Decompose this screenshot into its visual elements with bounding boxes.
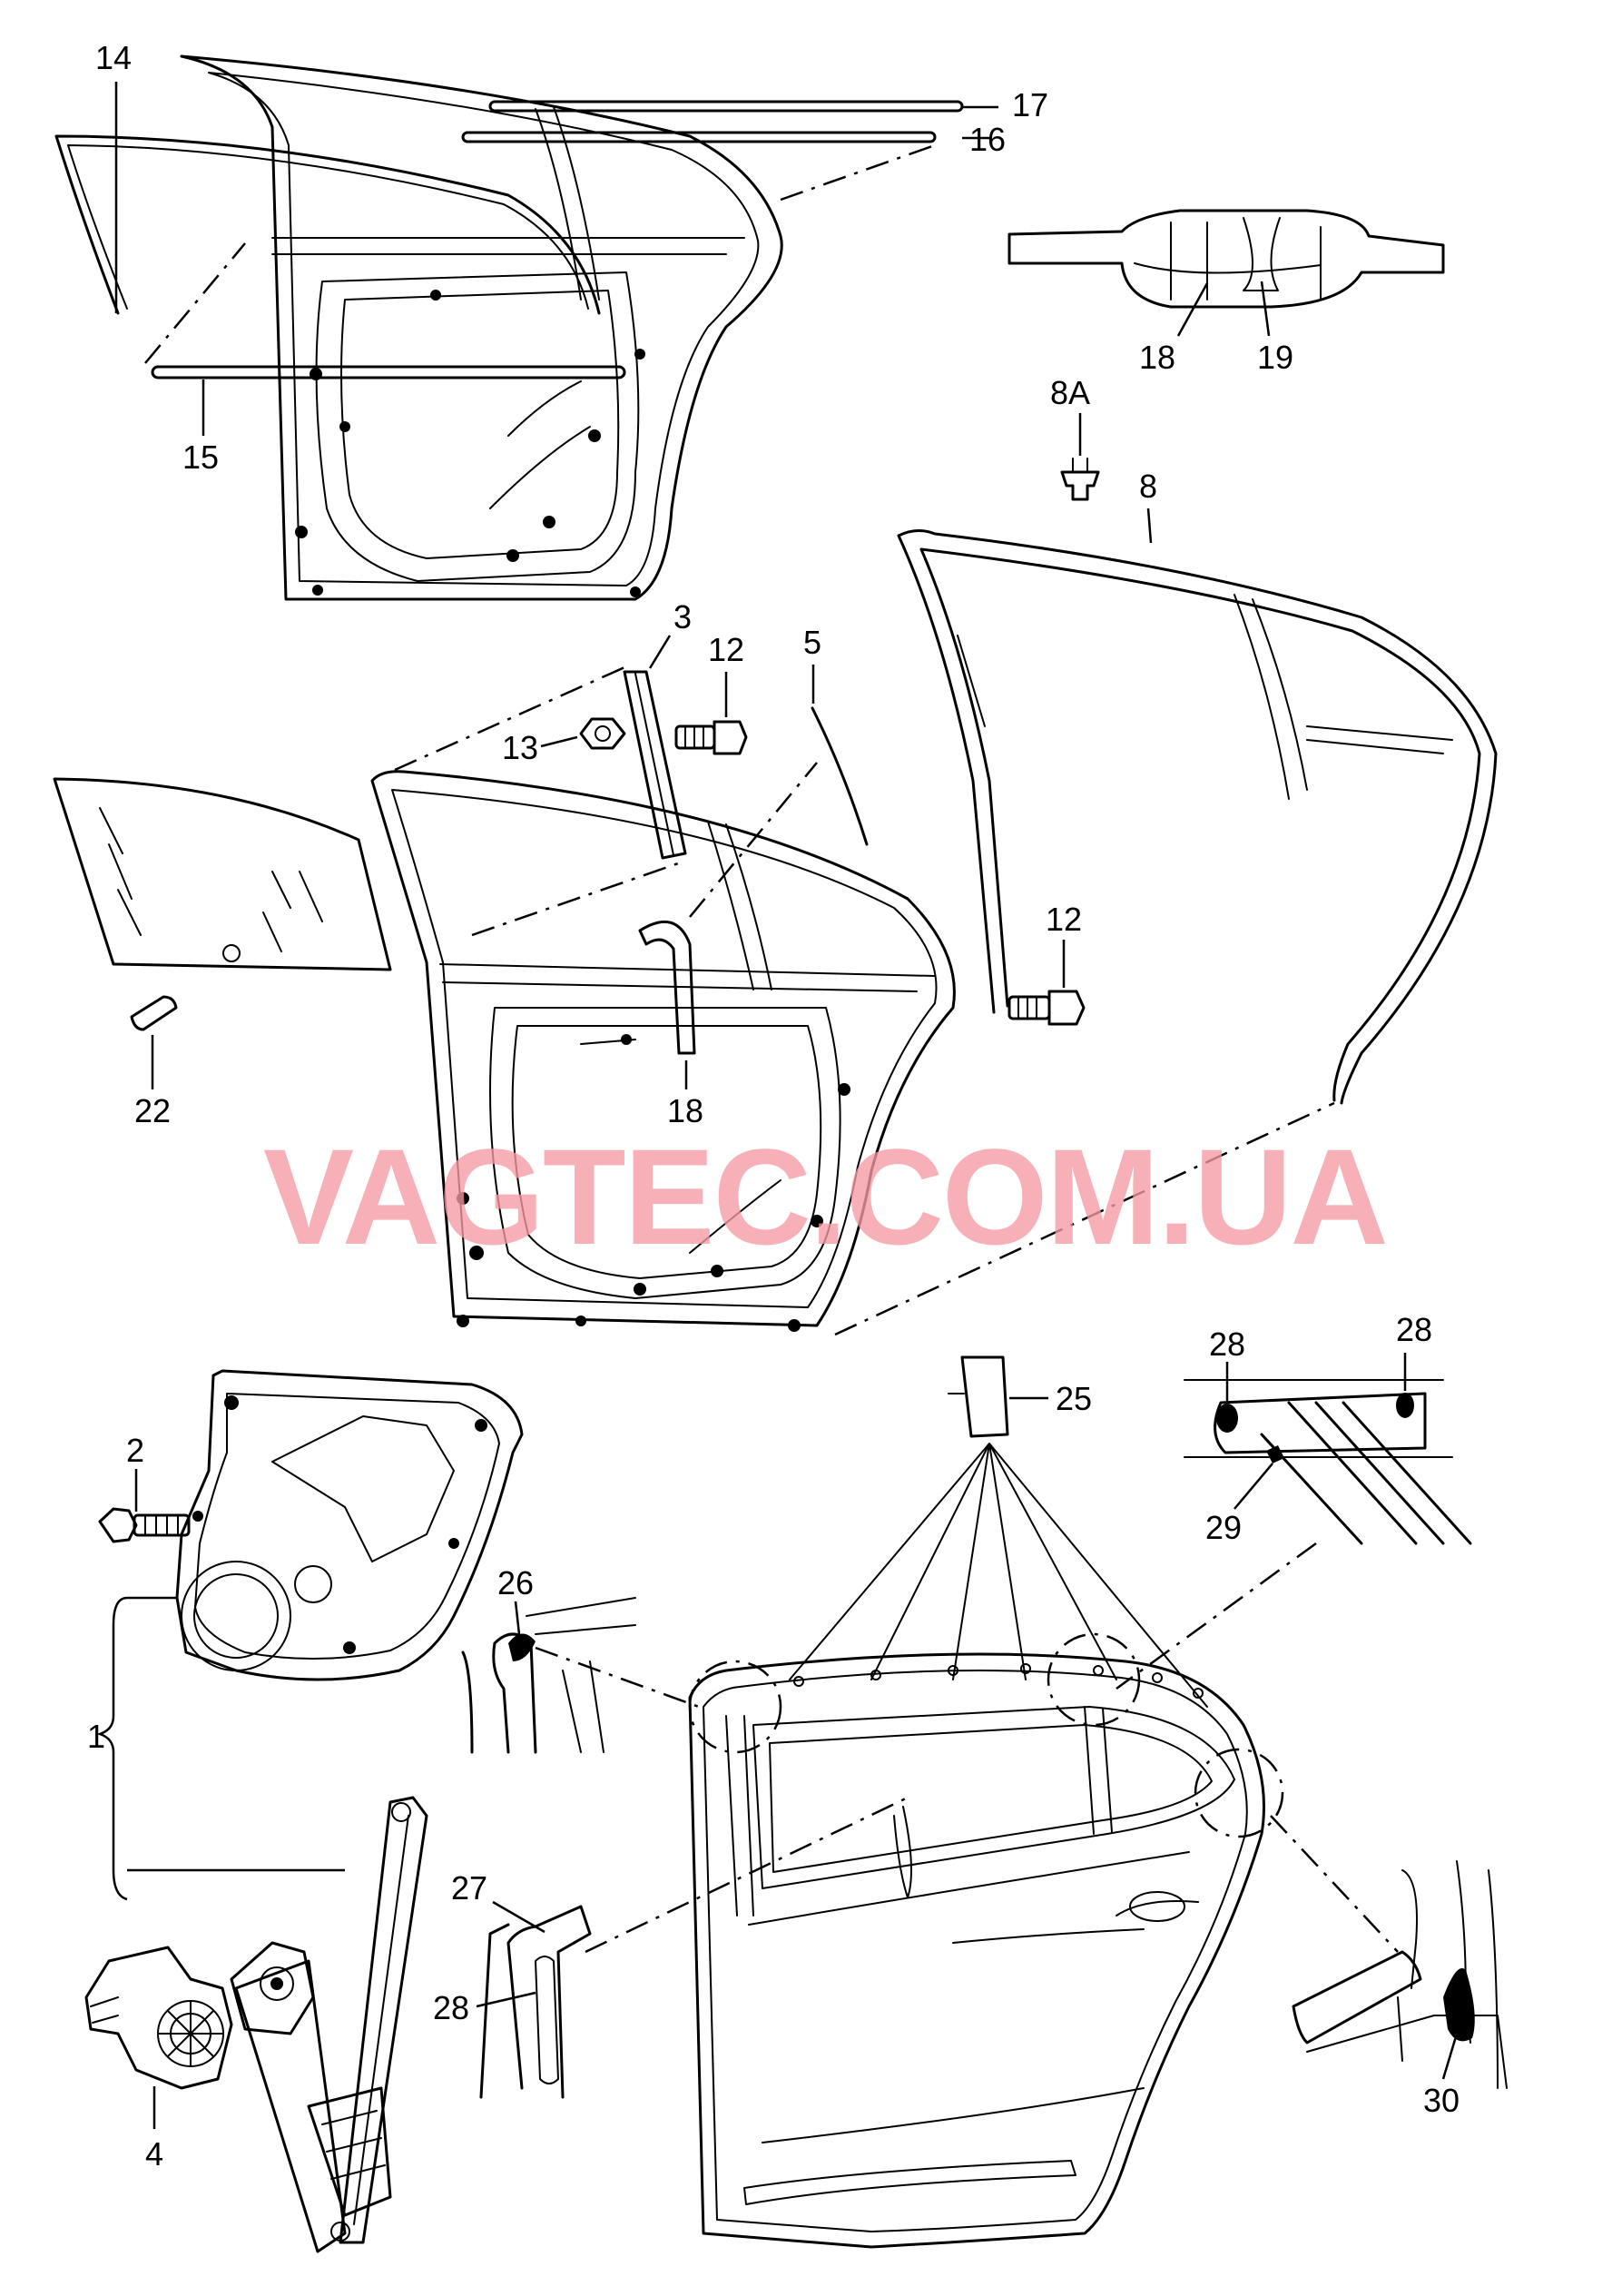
label-13: 13 bbox=[502, 729, 538, 766]
seal-insert-18 bbox=[638, 921, 696, 1055]
bracket-1 bbox=[96, 1596, 345, 1901]
label-8: 8 bbox=[1139, 468, 1157, 505]
window-regulator-carrier bbox=[175, 1369, 524, 1681]
trim-strip-15 bbox=[151, 365, 626, 379]
label-2: 2 bbox=[126, 1432, 144, 1469]
label-4: 4 bbox=[145, 2135, 163, 2173]
label-12-upper: 12 bbox=[708, 631, 744, 668]
label-14: 14 bbox=[95, 39, 132, 76]
door-frame-middle bbox=[370, 770, 956, 1332]
channel-3 bbox=[623, 670, 687, 860]
window-motor-4 bbox=[84, 1941, 315, 2090]
label-16: 16 bbox=[969, 121, 1006, 158]
door-exterior bbox=[688, 1652, 1265, 2249]
label-1: 1 bbox=[87, 1718, 105, 1755]
nut-13 bbox=[579, 717, 626, 750]
tape-25 bbox=[948, 1355, 1009, 1438]
label-12-lower: 12 bbox=[1046, 901, 1082, 938]
label-28-right: 28 bbox=[1396, 1311, 1432, 1348]
screw-2 bbox=[98, 1507, 191, 1543]
detail-28-29 bbox=[1184, 1379, 1472, 1545]
label-17: 17 bbox=[1012, 86, 1048, 123]
window-channel-14 bbox=[54, 134, 601, 315]
detail-30 bbox=[1292, 1860, 1508, 2089]
label-22: 22 bbox=[134, 1092, 171, 1129]
screw-12-lower bbox=[1008, 990, 1086, 1026]
screw-12-upper bbox=[674, 720, 748, 755]
label-3: 3 bbox=[673, 598, 692, 636]
detail-26 bbox=[461, 1597, 636, 1754]
label-15: 15 bbox=[182, 439, 219, 476]
watermark: VAGTEC.COM.UA bbox=[263, 1120, 1387, 1273]
clip-8a bbox=[1060, 458, 1100, 501]
detail-27-28 bbox=[479, 1905, 592, 2099]
label-25: 25 bbox=[1056, 1380, 1092, 1417]
window-glass-22 bbox=[53, 777, 392, 1031]
label-26: 26 bbox=[497, 1564, 534, 1601]
label-28-mid: 28 bbox=[1209, 1325, 1245, 1363]
strip-5 bbox=[811, 706, 869, 846]
label-27: 27 bbox=[451, 1869, 487, 1907]
label-30: 30 bbox=[1423, 2082, 1460, 2119]
door-seal-8 bbox=[897, 529, 1498, 1105]
trim-strip-16 bbox=[461, 131, 937, 143]
label-29: 29 bbox=[1205, 1509, 1242, 1546]
label-18-door: 18 bbox=[667, 1092, 703, 1129]
label-28-left: 28 bbox=[433, 1989, 469, 2026]
callout-labels: 1 2 3 4 5 8 8A 12 12 13 14 15 16 17 18 1… bbox=[87, 39, 1460, 2173]
label-18-clip: 18 bbox=[1139, 339, 1175, 376]
trim-strip-17 bbox=[488, 100, 964, 113]
regulator-rail bbox=[234, 1796, 428, 2253]
label-5: 5 bbox=[803, 624, 821, 661]
clip-detail bbox=[1008, 209, 1445, 309]
label-19: 19 bbox=[1257, 339, 1293, 376]
door-frame-top bbox=[180, 54, 783, 601]
label-8a: 8A bbox=[1050, 374, 1090, 411]
